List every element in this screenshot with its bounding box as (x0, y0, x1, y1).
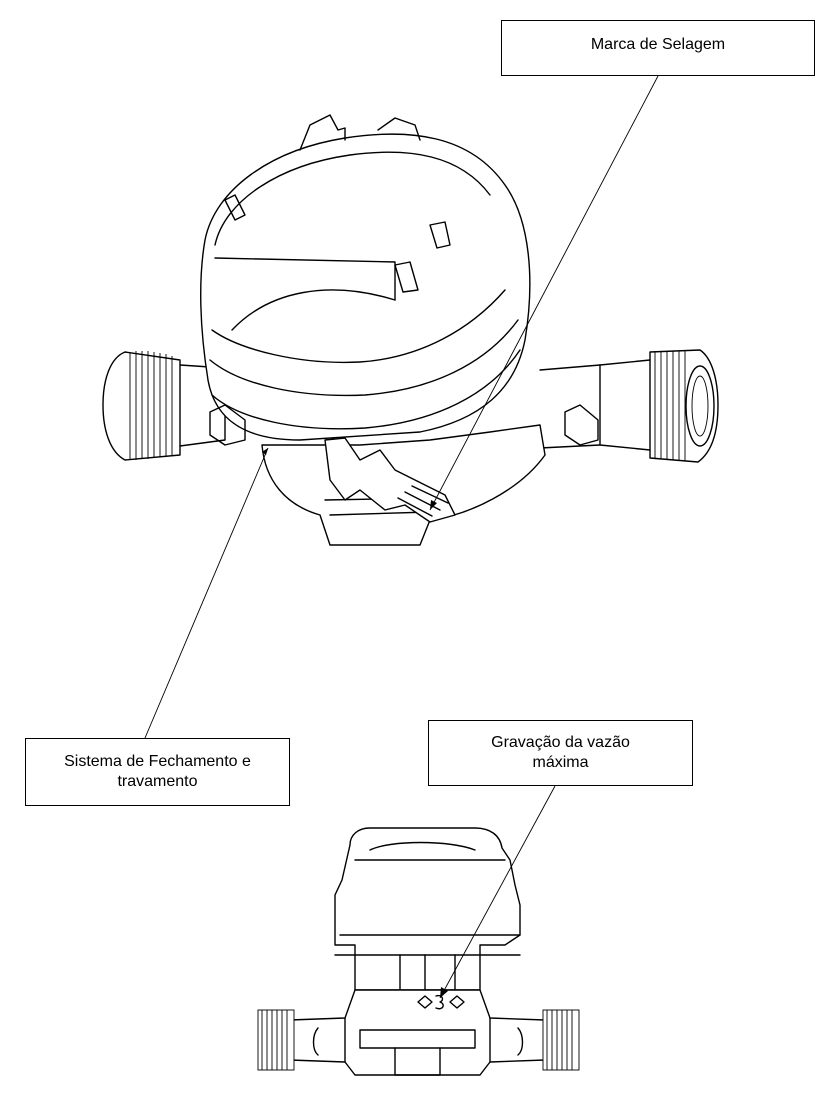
lock-arrow-icon (262, 448, 268, 455)
seal-arrow-icon (430, 500, 437, 510)
right-thread-icon (539, 349, 719, 463)
flow-leader-line (439, 785, 556, 999)
left-thread-icon (102, 351, 226, 461)
max-flow-label-line1: Gravação da vazão (491, 734, 630, 751)
locking-system-callout: Sistema de Fechamento e travamento (25, 738, 290, 806)
water-meter-side-view-icon (257, 827, 580, 1076)
lock-leader-line (144, 447, 269, 739)
seal-mark-label: Marca de Selagem (590, 36, 726, 53)
water-meter-top-view-icon (102, 114, 719, 546)
seal-mark-callout: Marca de Selagem (501, 20, 815, 76)
max-flow-label-line2: máxima (532, 754, 589, 771)
leader-lines (144, 75, 659, 999)
max-flow-callout: Gravação da vazão máxima (428, 720, 693, 786)
flow-arrow-icon (440, 987, 448, 998)
seal-leader-line (429, 75, 659, 511)
locking-system-label-line2: travamento (117, 773, 198, 790)
locking-system-label-line1: Sistema de Fechamento e (64, 753, 251, 770)
